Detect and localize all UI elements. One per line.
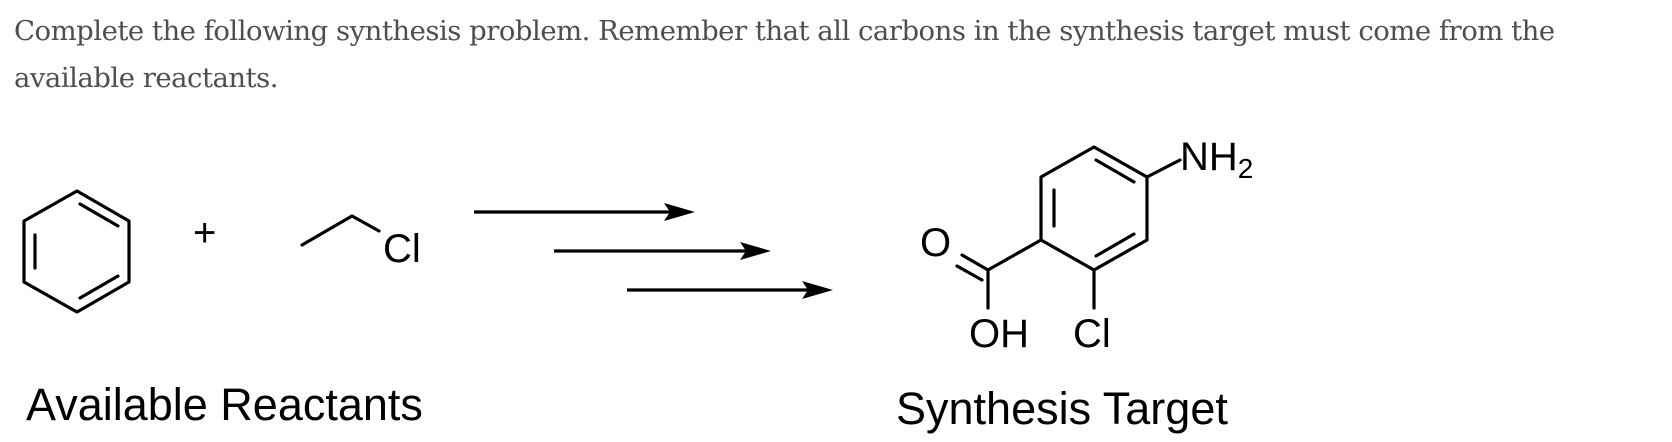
ethyl-chloride-structure: Cl — [300, 214, 421, 271]
reaction-arrows — [474, 203, 833, 299]
hydroxyl-group: OH — [969, 312, 1029, 356]
carbonyl-oxygen: O — [920, 221, 951, 265]
amino-subscript: 2 — [1238, 153, 1254, 184]
carbonyl-double-bond-1 — [960, 253, 990, 272]
chlorine-atom-target: Cl — [1073, 312, 1111, 356]
chlorine-atom-reactant: Cl — [383, 227, 421, 271]
benzene-double-bond-2 — [78, 274, 120, 300]
ethyl-bond-2 — [350, 214, 381, 233]
reactants-label: Available Reactants — [26, 379, 423, 430]
plus-sign: + — [193, 211, 216, 255]
target-structure: NH2 Cl O OH — [920, 135, 1253, 356]
target-label: Synthesis Target — [896, 383, 1228, 434]
target-double-bond-2 — [1094, 232, 1136, 258]
reaction-arrow-3-head — [802, 281, 833, 299]
benzene-structure — [22, 189, 131, 314]
target-double-bond-1 — [1094, 158, 1136, 184]
question-text: Complete the following synthesis problem… — [14, 15, 1555, 94]
reaction-arrow-1-head — [664, 203, 695, 221]
reaction-arrow-2-head — [740, 242, 771, 260]
amino-nh-text: NH — [1180, 135, 1238, 179]
target-benzene-ring — [1039, 145, 1149, 272]
carbonyl-double-bond-2 — [955, 264, 984, 282]
ethyl-bond-1 — [300, 214, 354, 247]
benzene-ring — [22, 189, 131, 314]
amino-bond — [1145, 158, 1182, 179]
benzene-double-bond-1 — [78, 202, 120, 228]
amino-nh-label: NH2 — [1180, 135, 1253, 184]
carboxyl-bond — [986, 238, 1043, 272]
